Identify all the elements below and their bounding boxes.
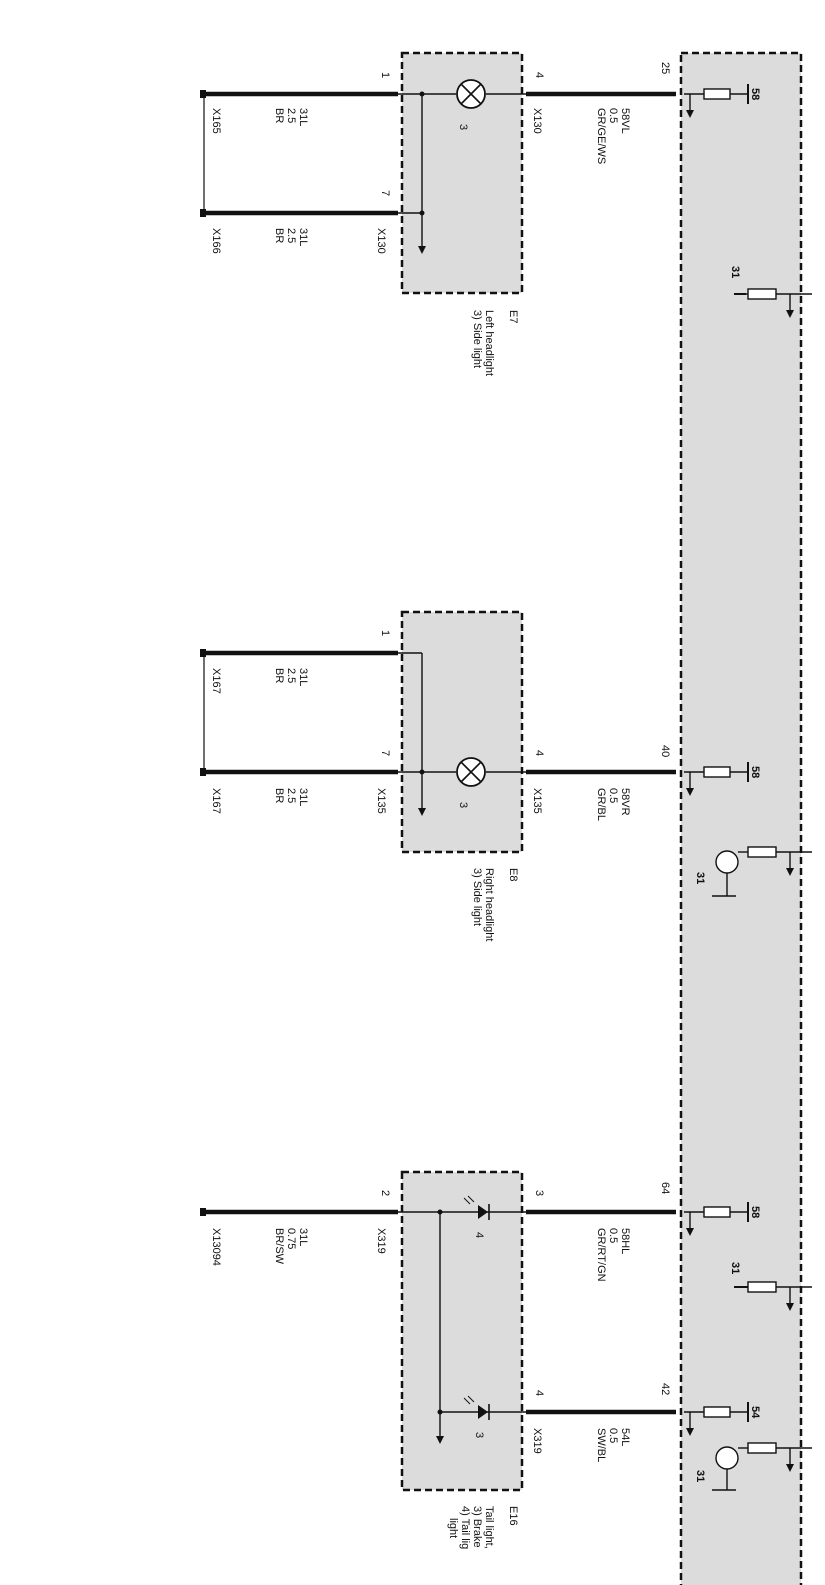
wire-size: 0.5	[607, 788, 619, 803]
component-id: E7	[507, 310, 519, 323]
connector-label: X135	[531, 788, 543, 814]
pin-label: 3	[533, 1190, 545, 1196]
module-pin-label: 64	[659, 1182, 671, 1194]
wire-color: GR/RT/GN	[595, 1228, 607, 1282]
connector-label: X130	[531, 108, 543, 134]
wire-signal: 58HL	[619, 1228, 631, 1254]
e8-housing	[400, 610, 524, 854]
wire-signal: 31L	[297, 108, 309, 126]
wire-size: 2.5	[285, 108, 297, 123]
wire-signal: 54L	[619, 1428, 631, 1446]
ground-arrow	[418, 246, 426, 254]
component-name: Left headlight	[483, 310, 495, 376]
wire-color: BR	[273, 108, 285, 123]
control-module	[679, 51, 803, 1585]
bulb-number: 3	[457, 124, 469, 130]
ground-arrow	[418, 808, 426, 816]
module-pin-label: 25	[659, 62, 671, 74]
module-drivers	[684, 84, 812, 1491]
led-number: 4	[473, 1232, 485, 1238]
wire-size: 2.5	[285, 788, 297, 803]
component-sub: 4) Tail lig	[459, 1506, 471, 1549]
module-pin-label: 40	[659, 745, 671, 757]
wire-end-markers	[200, 90, 206, 1216]
led-number: 3	[473, 1432, 485, 1438]
wire-signal: 58VL	[619, 108, 631, 134]
e8-right-headlight	[203, 650, 676, 816]
e7-left-headlight	[203, 79, 676, 254]
terminal-label: 54	[749, 1406, 761, 1419]
pin-label: 2	[379, 1190, 391, 1196]
wire-signal: 58VR	[619, 788, 631, 816]
bulb-number: 3	[457, 802, 469, 808]
terminal-label: 31	[729, 1262, 741, 1274]
pin-label: 4	[533, 72, 545, 78]
wire-color: GR/BL	[595, 788, 607, 821]
component-sub: light	[447, 1518, 459, 1538]
component-name: Tail light,	[483, 1506, 495, 1549]
connector-label: X165	[210, 108, 222, 134]
component-sub: 3) Brake	[471, 1506, 483, 1548]
pin-label: 7	[379, 190, 391, 196]
terminal-label: 58	[749, 88, 761, 100]
terminal-label: 58	[749, 1206, 761, 1218]
connector-label: X130	[375, 228, 387, 254]
bulb-icon	[456, 79, 486, 109]
pin-label: 1	[379, 630, 391, 636]
bulb-icon	[456, 757, 486, 787]
wire-size: 2.5	[285, 228, 297, 243]
wire-color: SW/BL	[595, 1428, 607, 1462]
pin-label: 4	[533, 1390, 545, 1396]
component-sub: 3) Side light	[471, 310, 483, 368]
wire-size: 0.5	[607, 1228, 619, 1243]
e16-tail-light	[204, 1195, 676, 1444]
module-pin-label: 42	[659, 1383, 671, 1395]
terminal-label: 31	[729, 266, 741, 278]
pin-label: 1	[379, 72, 391, 78]
terminal-label: 31	[694, 1470, 706, 1482]
wire-color: BR	[273, 228, 285, 243]
wire-signal: 31L	[297, 228, 309, 246]
component-sub: 3) Side light	[471, 868, 483, 926]
wire-signal: 31L	[297, 788, 309, 806]
wire-size: 0.75	[285, 1228, 297, 1249]
component-name: Right headlight	[483, 868, 495, 941]
ground-arrow	[436, 1436, 444, 1444]
component-id: E8	[507, 868, 519, 881]
terminal-label: 58	[749, 766, 761, 778]
led-icon	[463, 1395, 490, 1420]
wire-color: BR/SW	[273, 1228, 285, 1265]
wire-size: 0.5	[607, 108, 619, 123]
connector-label: X319	[375, 1228, 387, 1254]
wire-signal: 31L	[297, 1228, 309, 1246]
connector-label: X167	[210, 668, 222, 694]
terminal-label: 31	[694, 872, 706, 884]
pin-label: 7	[379, 750, 391, 756]
connector-label: X319	[531, 1428, 543, 1454]
connector-label: X166	[210, 228, 222, 254]
wire-color: BR	[273, 668, 285, 683]
component-id: E16	[507, 1506, 519, 1526]
wire-size: 0.5	[607, 1428, 619, 1443]
led-icon	[463, 1195, 490, 1220]
connector-label: X13094	[210, 1228, 222, 1266]
wire-signal: 31L	[297, 668, 309, 686]
connector-label: X167	[210, 788, 222, 814]
wire-color: GR/GE/WS	[595, 108, 607, 164]
connector-label: X135	[375, 788, 387, 814]
wire-size: 2.5	[285, 668, 297, 683]
pin-label: 4	[533, 750, 545, 756]
wire-color: BR	[273, 788, 285, 803]
e16-housing	[400, 1170, 524, 1492]
